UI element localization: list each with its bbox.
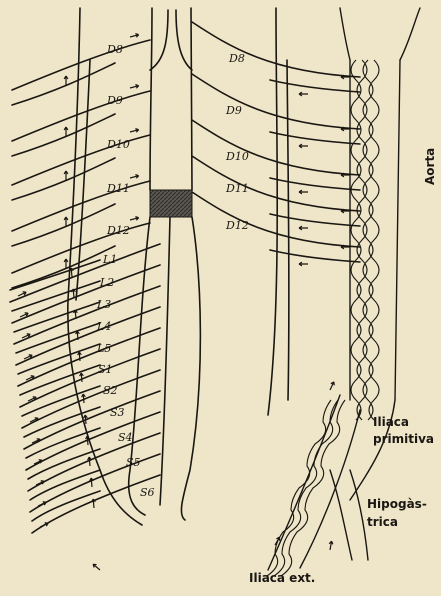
left-nerve-d8 [12,40,150,90]
arrow-left-lower-chain-11 [92,499,96,508]
right-nerve-d10 [192,120,360,175]
arrow-bottom-left [93,564,100,570]
arrow-right-low-4 [299,262,308,266]
arrow-left-d9 [130,85,139,89]
aorta-right-edge [395,60,400,400]
cord-root-r1 [176,10,192,70]
aorta-plexus-strand-0 [351,60,361,420]
arrow-left-d8 [130,34,139,38]
label-right-d12: D12 [225,219,249,232]
right-nerve-d11-b [270,214,360,226]
arrow-left-lower-chain-10 [90,478,94,487]
aorta-top-l [340,8,350,60]
right-nerve-d10-b [270,178,360,190]
hypogastric-left [330,470,352,560]
label-left-s6: S6 [140,486,155,499]
cord-tail-left [129,217,150,515]
right-nerve-d11 [192,156,360,211]
label-left-l3: L3 [96,298,111,311]
arrow-right-low-3 [299,226,308,230]
label-hipogastrica-2: trica [367,515,398,529]
label-iliaca-ext: Iliaca ext. [249,571,315,585]
label-right-d9: D9 [225,104,242,117]
right-chain-outer [268,8,277,415]
label-right-d10: D10 [225,150,249,163]
aorta-plexus-strand-2 [363,60,373,420]
label-left-d10: D10 [106,138,130,151]
label-left-d11: D11 [106,182,130,195]
arrow-left-chain-0 [64,76,68,85]
right-nerve-d12 [192,192,360,247]
iliac-ext-right [300,410,360,568]
filum [160,217,170,505]
cord-left-edge [150,8,152,190]
arrow-left-d11 [130,175,139,179]
label-right-d11: D11 [225,182,249,195]
arrow-right-low-2 [299,190,308,194]
label-hipogastrica-1: Hipogàs- [367,497,427,511]
label-left-l2: L2 [99,276,114,289]
arrow-left-d10 [130,129,139,133]
label-left-s2: S2 [103,384,118,397]
cord-tail-right [181,217,200,520]
label-left-d12: D12 [106,224,130,237]
label-iliaca-primitiva-1: Iliaca [373,415,409,429]
iliac-ext-left [268,395,340,570]
aorta-plexus-strand-3 [369,60,379,420]
label-left-l1: L1 [102,253,117,266]
arrow-left-chain-4 [64,259,68,268]
label-left-d8: D8 [106,43,123,56]
arrow-left-chain-2 [64,171,68,180]
spinal-block [150,190,192,217]
label-left-d9: D9 [106,94,123,107]
right-nerve-d8-b [270,80,360,92]
arrow-left-chain-3 [64,217,68,226]
label-left-l4: L4 [96,320,111,333]
arrow-right-low-0 [299,92,308,96]
label-left-s1: S1 [98,363,113,376]
label-right-d8: D8 [228,52,245,65]
label-left-s5: S5 [126,456,141,469]
label-left-s4: S4 [118,431,133,444]
label-left-s3: S3 [110,406,125,419]
arrow-left-lower-chain-5 [80,373,84,382]
right-chain-inner [287,60,289,400]
label-aorta: Aorta [423,148,437,185]
arrow-hypogastric [329,541,333,550]
left-lower-nerve-b-11 [32,491,100,521]
arrow-left-lower-11 [40,523,48,527]
right-nerve-d12-b [270,250,360,262]
aorta-top-r [400,8,420,60]
label-iliaca-primitiva-2: primitiva [373,432,434,446]
label-left-l5: L5 [96,342,111,355]
right-nerve-d9-b [270,132,360,144]
hypogastric-right [350,470,368,560]
arrow-left-d12 [130,217,139,221]
arrow-right-low-1 [299,144,308,148]
cord-right-edge [191,8,192,190]
arrow-left-chain-1 [64,127,68,136]
aorta-plexus-strand-1 [357,60,367,420]
arrow-iliac-1 [330,382,334,390]
